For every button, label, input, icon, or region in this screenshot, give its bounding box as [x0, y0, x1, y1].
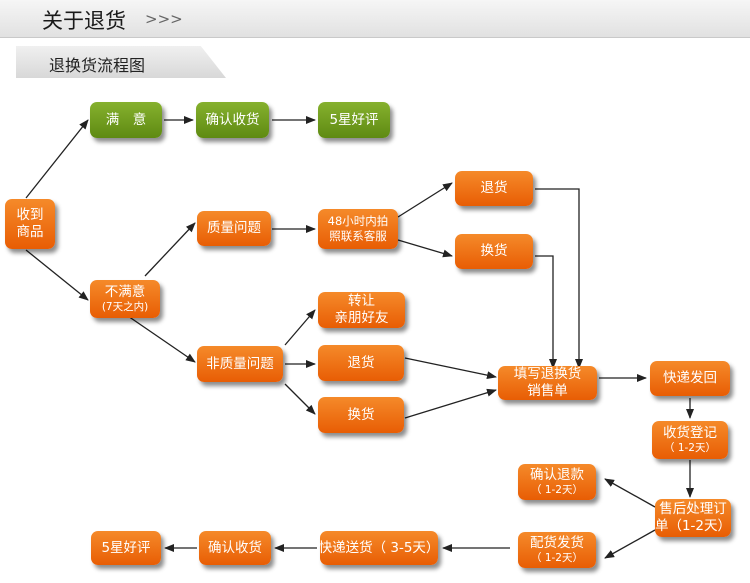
five-star-top-node: 5星好评 [318, 102, 390, 138]
node-text: 收到 [16, 207, 44, 223]
transfer-friends-node: 转让 亲朋好友 [318, 292, 405, 328]
node-text: 48小时内拍 [327, 214, 389, 228]
node-text: 退货 [480, 180, 508, 196]
node-text: 快递送货（ 3-5天） [318, 539, 440, 556]
non-quality-issue-node: 非质量问题 [197, 346, 283, 382]
node-text: 换货 [480, 243, 508, 259]
page-title: 关于退货 [42, 9, 126, 33]
five-star-bottom-node: 5星好评 [91, 531, 161, 565]
express-delivery-node: 快递送货（ 3-5天） [318, 531, 440, 565]
after-sales-process-node: 售后处理订 单（1-2天） [655, 499, 731, 537]
section-heading: 退换货流程图 [49, 56, 146, 75]
node-text: 转让 [348, 293, 375, 309]
arrow-exchange-to-form-mid [404, 388, 497, 419]
node-text: 确认收货 [205, 111, 260, 128]
arrow-receive-to-unsatisfied [25, 249, 89, 301]
arrow-unsatisfied-to-nonquality [124, 313, 196, 363]
return-mid-node: 退货 [318, 345, 404, 381]
node-text: 照联系客服 [329, 229, 387, 243]
node-text: 5星好评 [101, 539, 151, 556]
section-heading-bar [16, 46, 226, 78]
node-text: 售后处理订 [659, 501, 727, 517]
node-text: 销售单 [527, 383, 568, 399]
ship-replacement-node: 配货发货 （ 1-2天） [518, 532, 596, 568]
node-text: 填写退换货 [513, 366, 582, 382]
exchange-top-node: 换货 [455, 234, 533, 269]
arrow-exchange-to-form [535, 255, 557, 369]
node-text: 5星好评 [329, 111, 379, 128]
contact-service-node: 48小时内拍 照联系客服 [318, 209, 398, 249]
node-text: 满 意 [105, 111, 147, 128]
arrow-process-to-refund [604, 478, 656, 508]
confirm-receipt-bottom-node: 确认收货 [199, 531, 271, 565]
page-header: 关于退货 >>> [0, 0, 750, 38]
quality-issue-node: 质量问题 [197, 211, 271, 246]
arrow-contact-to-return [397, 182, 453, 218]
node-text: 确认退款 [530, 467, 584, 483]
receive-goods-node: 收到 商品 [5, 199, 55, 249]
arrow-unsatisfied-to-quality [144, 222, 196, 277]
confirm-receipt-top-node: 确认收货 [196, 102, 269, 138]
node-text: 商品 [16, 224, 44, 240]
exchange-mid-node: 换货 [318, 397, 404, 433]
node-text: 质量问题 [207, 220, 261, 236]
node-text: 快递发回 [663, 370, 717, 386]
arrow-return-to-form [535, 188, 583, 369]
node-text: 非质量问题 [206, 355, 274, 372]
node-text: (7天之内) [101, 301, 149, 313]
node-text: （ 1-2天） [664, 442, 716, 454]
arrow-contact-to-exchange [397, 239, 453, 258]
node-text: 配货发货 [530, 535, 584, 551]
arrow-nonquality-to-transfer [284, 309, 316, 346]
node-text: （ 1-2天） [531, 484, 583, 496]
express-return-node: 快递发回 [650, 361, 730, 396]
node-text: 亲朋好友 [334, 310, 389, 326]
arrow-return-to-form-mid [404, 357, 497, 380]
satisfied-node: 满 意 [90, 102, 162, 138]
node-text: （ 1-2天） [531, 552, 583, 564]
node-text: 确认收货 [208, 539, 262, 556]
node-text: 不满意 [104, 284, 146, 300]
unsatisfied-node: 不满意 (7天之内) [90, 280, 160, 318]
receipt-register-node: 收货登记 （ 1-2天） [652, 421, 728, 459]
fill-return-form-node: 填写退换货 销售单 [498, 366, 597, 400]
arrow-nonquality-to-exchange [284, 383, 316, 415]
confirm-refund-node: 确认退款 （ 1-2天） [518, 464, 596, 500]
node-text: 换货 [347, 406, 375, 423]
arrow-process-to-ship [604, 529, 656, 559]
return-top-node: 退货 [455, 171, 533, 206]
node-text: 单（1-2天） [654, 518, 732, 534]
node-text: 退货 [347, 354, 375, 371]
double-chevron-icon: >>> [145, 10, 183, 28]
arrow-receive-to-satisfied [25, 119, 89, 199]
node-text: 收货登记 [663, 425, 717, 441]
